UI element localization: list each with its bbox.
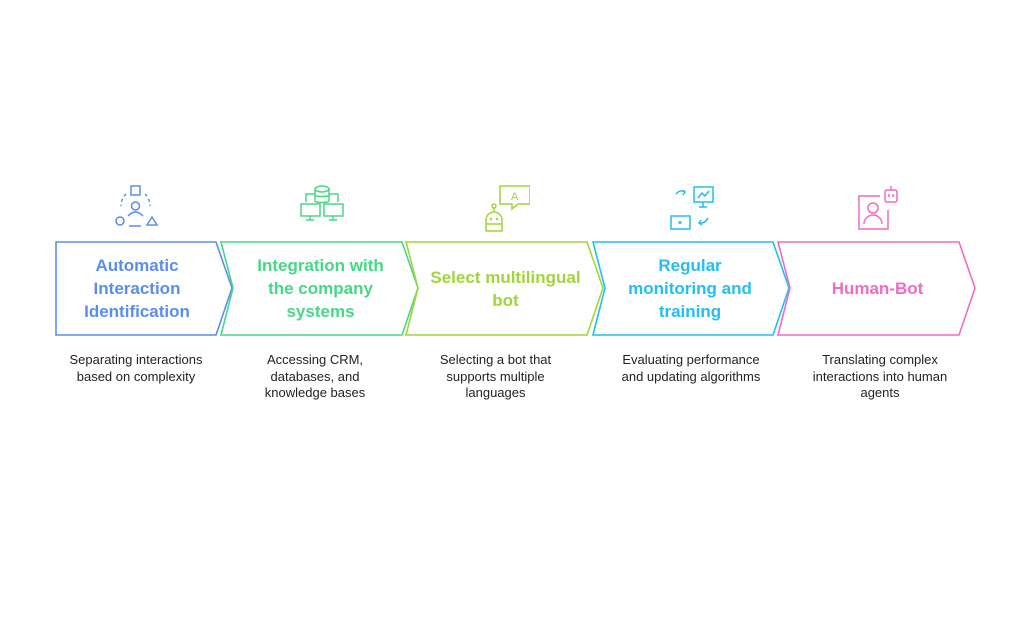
- chevron-step-3: [404, 241, 604, 336]
- step-1-description: Separating interactions based on complex…: [69, 352, 203, 384]
- chevron-step-2: [219, 241, 419, 336]
- step-3-title: Select multilingual bot: [430, 267, 581, 310]
- step-3-description: Selecting a bot that supports multiple l…: [439, 352, 552, 400]
- chevron-step-4: [591, 241, 790, 336]
- step-4-title: Regular monitoring and training: [628, 256, 752, 321]
- chevron-step-5: [776, 241, 976, 336]
- step-5-title: Human-Bot: [831, 279, 924, 298]
- user-shapes-icon: [115, 185, 159, 227]
- step-2-description: Accessing CRM, databases, and knowledge …: [264, 352, 366, 400]
- step-4-description: Evaluating performance and updating algo…: [621, 352, 761, 384]
- step-1-title: Automatic Interaction Identification: [84, 256, 190, 321]
- step-2-title: Integration with the company systems: [257, 256, 384, 321]
- chevron-step-1: [55, 241, 233, 336]
- robot-translate-icon: A: [485, 185, 530, 232]
- monitor-cycle-icon: [670, 186, 714, 230]
- database-network-icon: [300, 185, 344, 221]
- svg-text:A: A: [511, 191, 519, 203]
- step-5-description: Translating complex interactions into hu…: [812, 352, 948, 400]
- human-bot-icon: [858, 186, 898, 230]
